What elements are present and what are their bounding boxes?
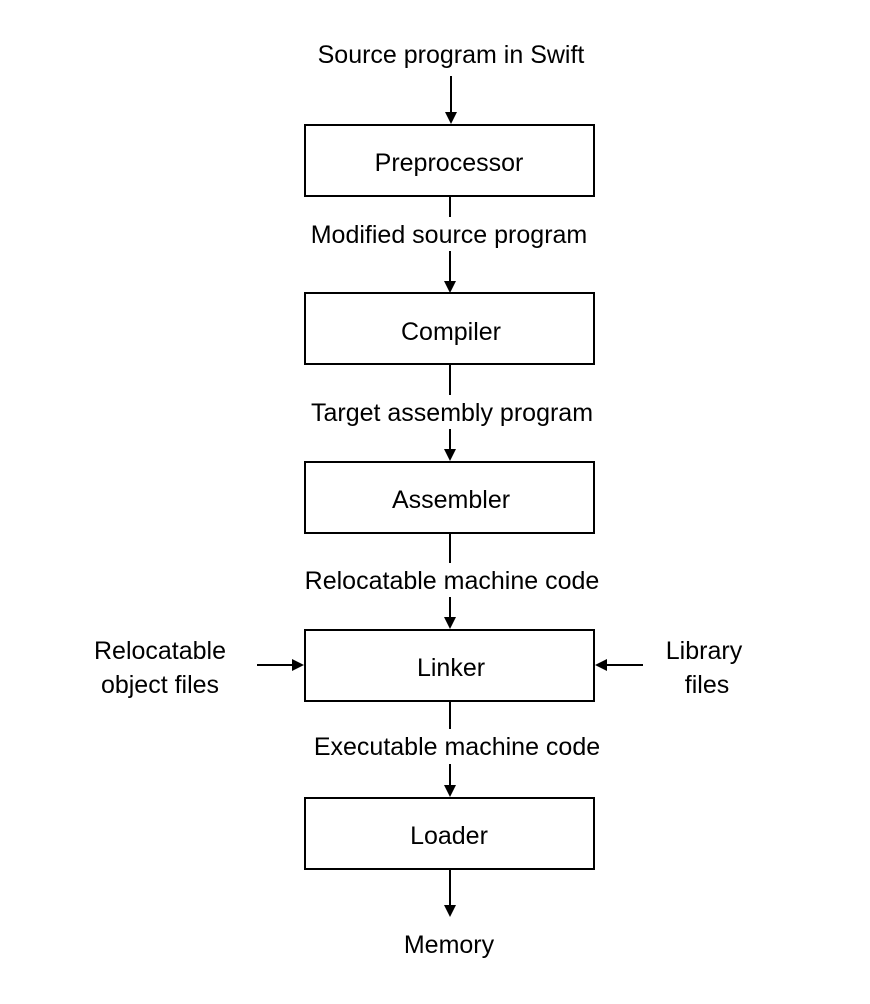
linker-label: Linker — [417, 654, 485, 682]
left-input-line2: object files — [101, 671, 219, 699]
left-input-line1: Relocatable — [94, 637, 226, 665]
compiler-label: Compiler — [401, 318, 501, 346]
stage-assembler: Assembler — [304, 461, 595, 534]
stage-loader: Loader — [304, 797, 595, 870]
preprocessor-label: Preprocessor — [375, 149, 524, 177]
stage-linker: Linker — [304, 629, 595, 702]
target-assembly-label: Target assembly program — [311, 399, 593, 427]
relocatable-code-label: Relocatable machine code — [305, 567, 600, 595]
linker-box — [304, 629, 595, 702]
loader-label: Loader — [410, 822, 488, 850]
right-input-line2: files — [685, 671, 729, 699]
input-label: Source program in Swift — [318, 41, 585, 69]
modified-source-label: Modified source program — [311, 221, 588, 249]
assembler-label: Assembler — [392, 486, 510, 514]
memory-label: Memory — [404, 931, 495, 959]
stage-preprocessor: Preprocessor — [304, 124, 595, 197]
assembler-box — [304, 461, 595, 534]
loader-box — [304, 797, 595, 870]
stage-compiler: Compiler — [304, 292, 595, 365]
executable-code-label: Executable machine code — [314, 733, 600, 761]
right-input-line1: Library — [666, 637, 743, 665]
compiler-box — [304, 292, 595, 365]
